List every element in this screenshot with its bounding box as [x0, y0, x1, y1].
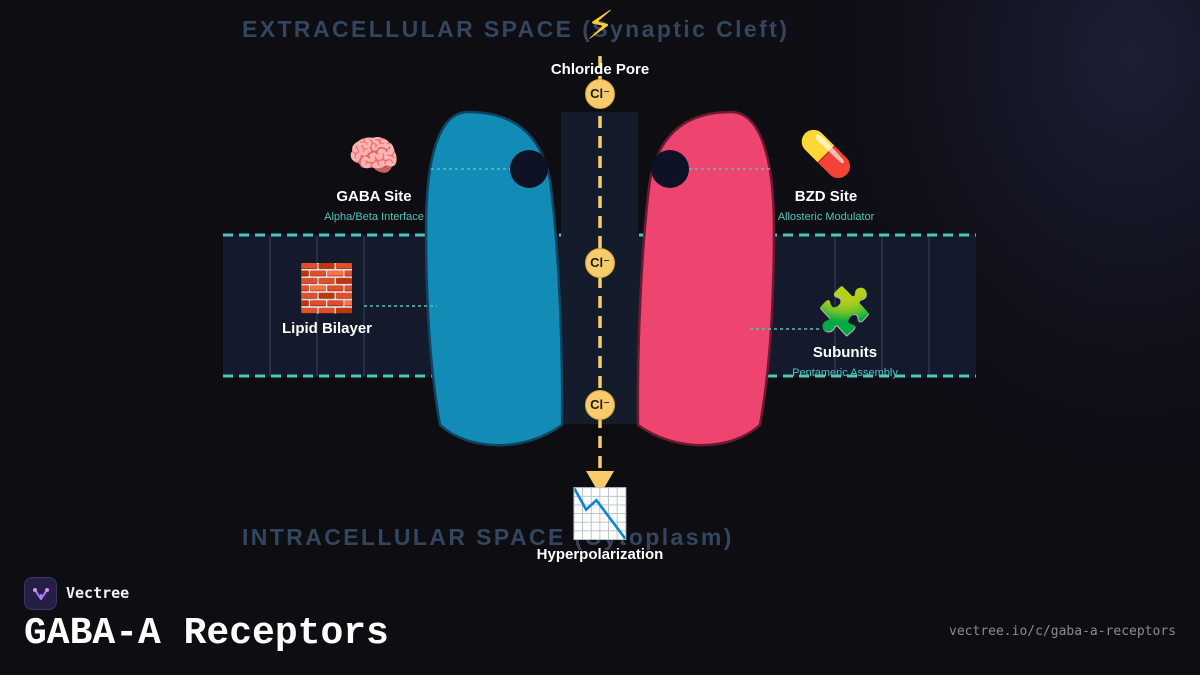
gaba-site-sublabel: Alpha/Beta Interface [324, 211, 424, 223]
chloride-pore-label: Chloride Pore [550, 61, 650, 78]
vectree-logo-glyph [32, 587, 49, 600]
chart-decreasing-icon: 📉 [570, 486, 630, 542]
hyperpolarization-label: Hyperpolarization [536, 546, 664, 563]
extracellular-label: EXTRACELLULAR SPACE (Synaptic Cleft) [242, 16, 790, 42]
chloride-ion: Cl⁻ [585, 79, 615, 109]
beta-subunit [636, 110, 776, 447]
lipid-bilayer-label: Lipid Bilayer [281, 320, 373, 337]
ion-flow-arrowhead [586, 471, 614, 495]
brand-name: Vectree [66, 584, 130, 602]
page-title: GABA-A Receptors [24, 612, 389, 655]
vectree-logo-icon [24, 577, 57, 610]
bzd-site-label: BZD Site [794, 188, 858, 205]
chloride-ion: Cl⁻ [585, 390, 615, 420]
chloride-ion: Cl⁻ [585, 248, 615, 278]
page-url: vectree.io/c/gaba-a-receptors [949, 624, 1176, 639]
bzd-site-sublabel: Allosteric Modulator [777, 211, 875, 223]
subunits-sublabel: Pentameric Assembly [792, 367, 898, 379]
alpha-subunit [424, 110, 564, 447]
subunits-label: Subunits [812, 344, 878, 361]
bzd-binding-pocket [651, 150, 689, 188]
intracellular-label: INTRACELLULAR SPACE (Cytoplasm) [242, 524, 734, 550]
lightning-icon: ⚡ [585, 3, 615, 49]
puzzle-icon: 🧩 [816, 284, 874, 338]
gaba-site-label: GABA Site [336, 188, 412, 205]
gaba-binding-pocket [510, 150, 548, 188]
brick-icon: 🧱 [298, 261, 356, 315]
brain-icon: 🧠 [347, 131, 401, 180]
pill-icon: 💊 [798, 129, 854, 180]
